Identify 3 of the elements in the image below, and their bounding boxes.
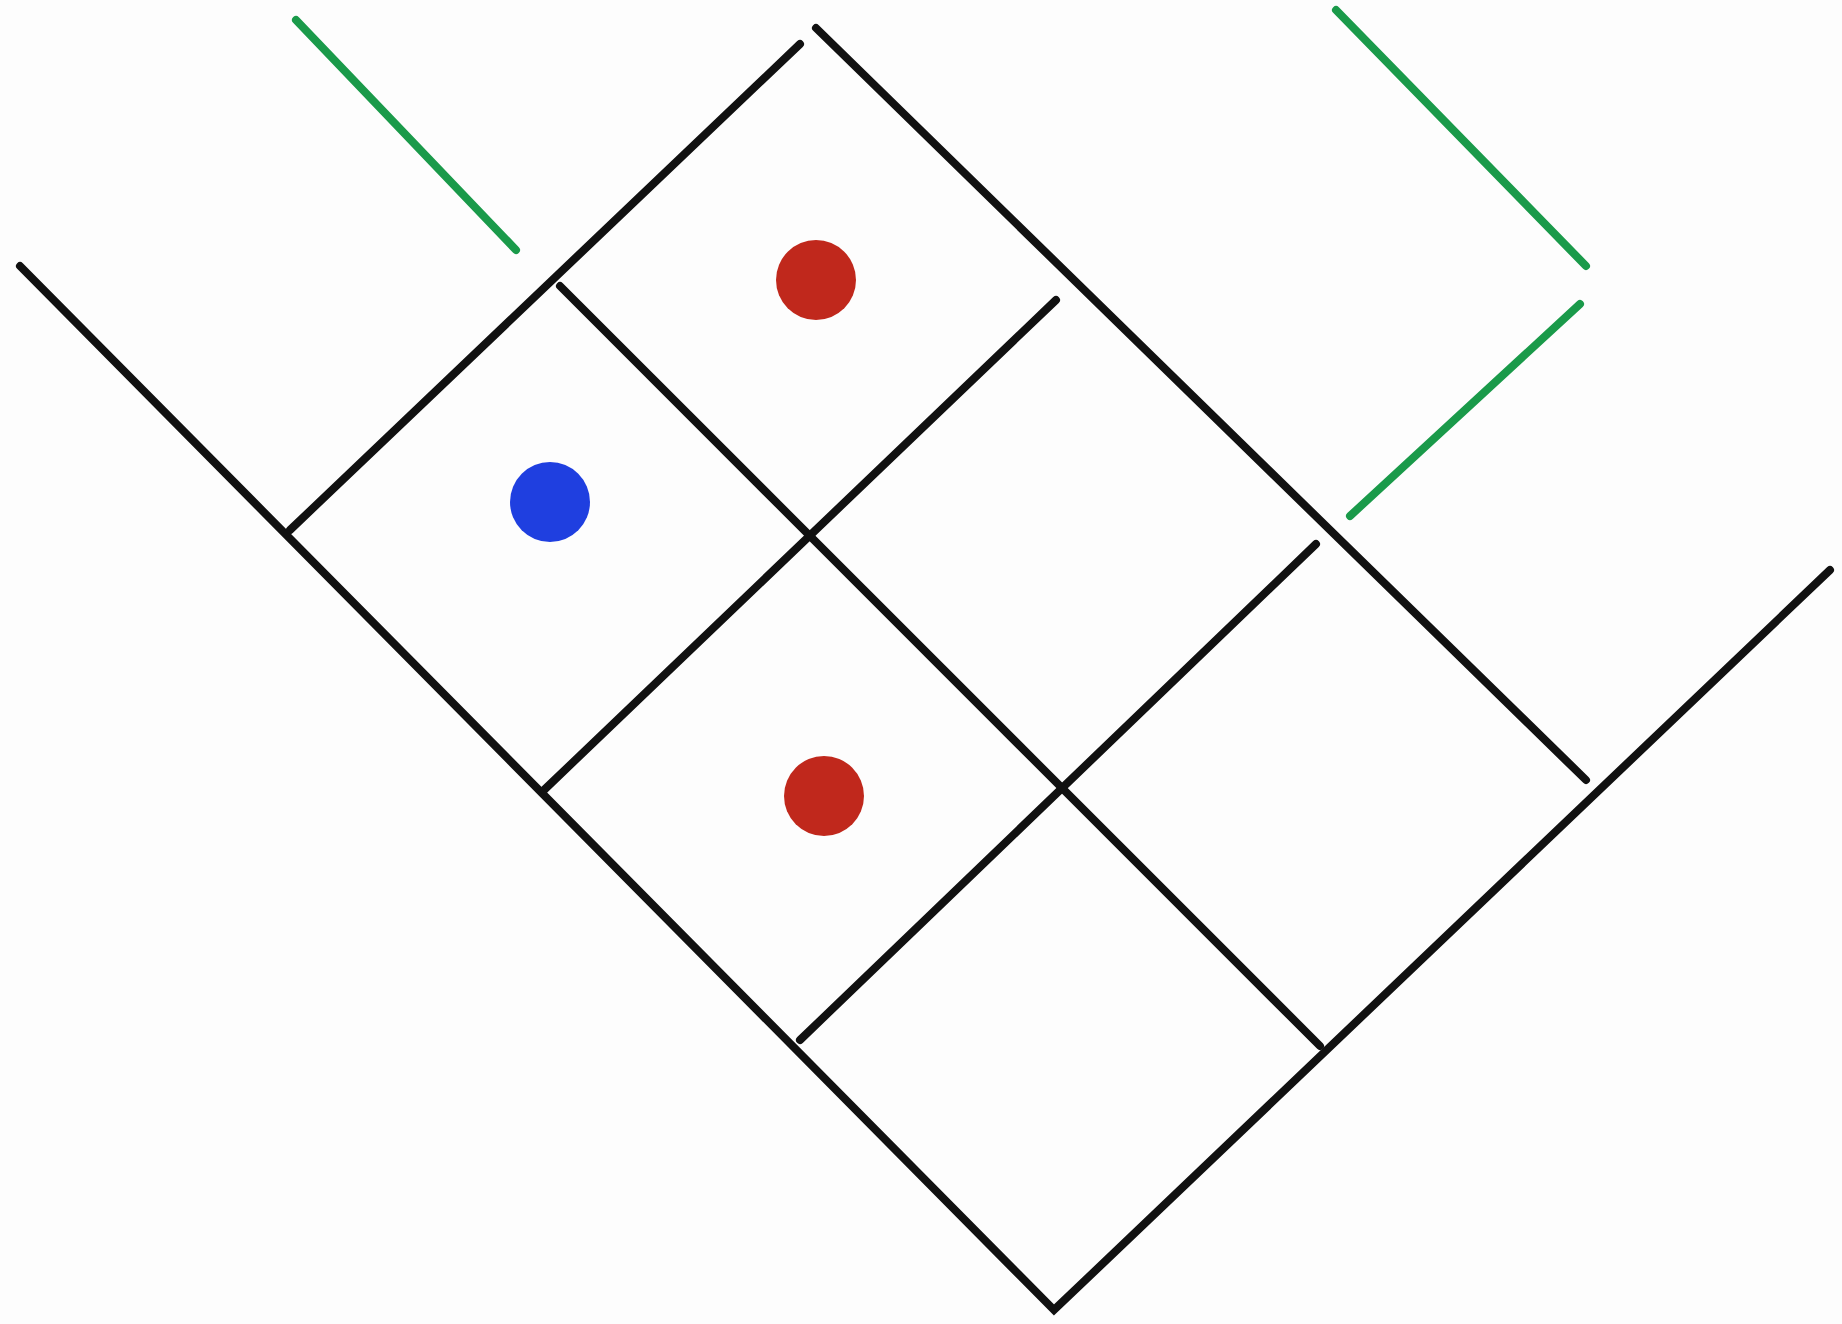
- dot-marker: [776, 240, 856, 320]
- dot-marker: [510, 462, 590, 542]
- dot-marker: [784, 756, 864, 836]
